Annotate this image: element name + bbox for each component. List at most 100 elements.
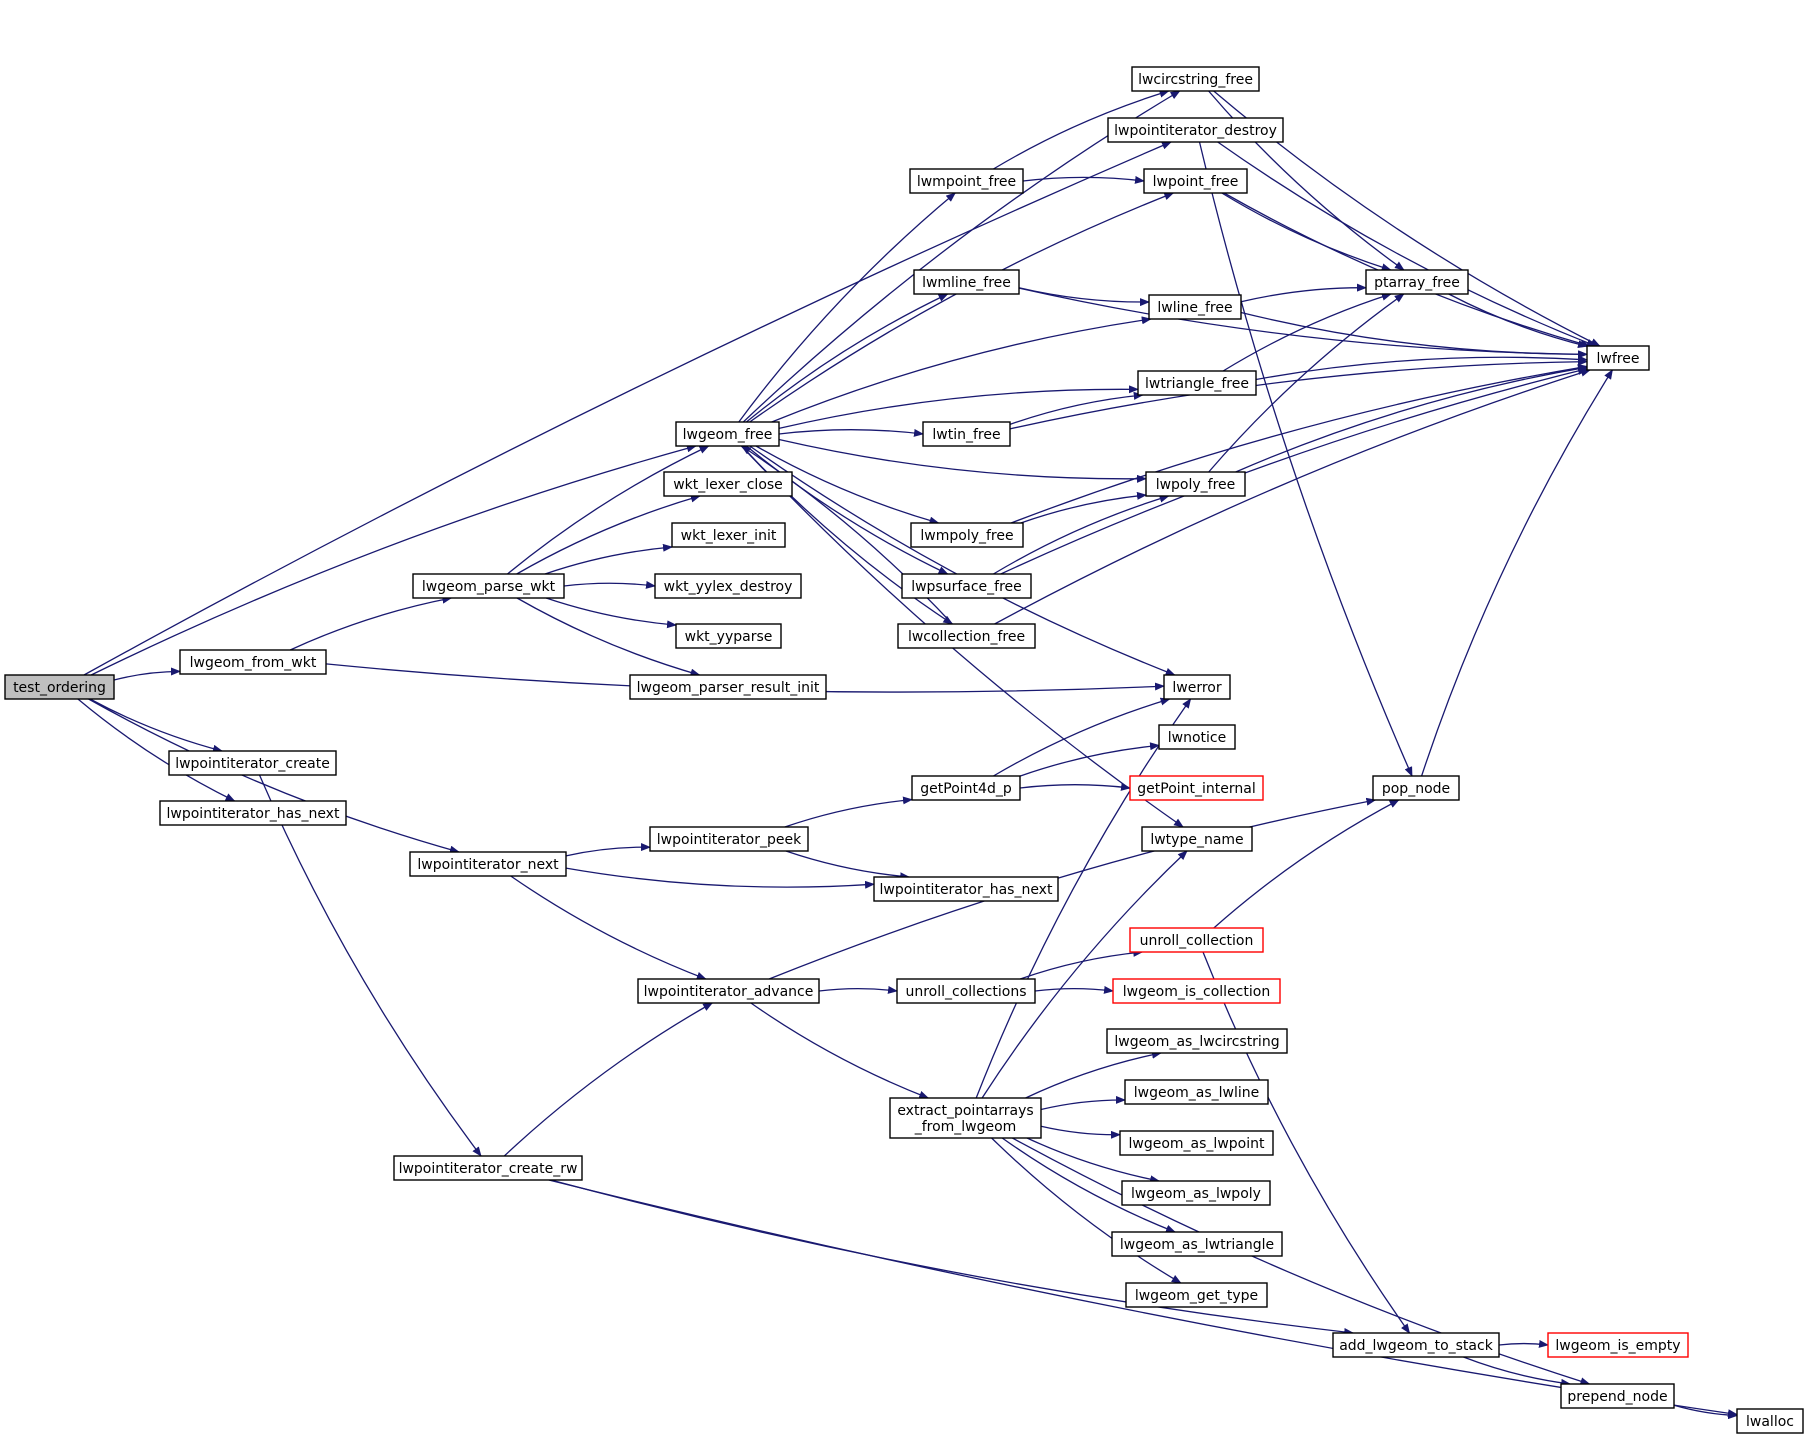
node-wkt_yylex_destroy[interactable]: wkt_yylex_destroy [654,573,802,599]
node-box-lwpsurface_free[interactable] [901,573,1032,599]
node-box-lwgeom_as_lwcircstring[interactable] [1106,1028,1288,1054]
node-lwgeom_as_lwpoint[interactable]: lwgeom_as_lwpoint [1119,1130,1274,1156]
node-lwcircstring_free[interactable]: lwcircstring_free [1131,66,1260,92]
node-box-lwmline_free[interactable] [913,269,1020,295]
node-lwtype_name[interactable]: lwtype_name [1141,826,1253,852]
node-lwmpoint_free[interactable]: lwmpoint_free [909,168,1024,194]
node-lwpointiterator_advance[interactable]: lwpointiterator_advance [637,978,820,1004]
node-lwgeom_as_lwcircstring[interactable]: lwgeom_as_lwcircstring [1106,1028,1288,1054]
node-box-lwpoint_free[interactable] [1143,168,1248,194]
node-box-unroll_collection[interactable] [1129,927,1264,953]
node-unroll_collections[interactable]: unroll_collections [896,978,1036,1004]
node-box-lwpoly_free[interactable] [1145,471,1246,497]
node-box-lwtriangle_free[interactable] [1137,370,1257,396]
node-lwpsurface_free[interactable]: lwpsurface_free [901,573,1032,599]
node-unroll_collection[interactable]: unroll_collection [1129,927,1264,953]
node-wkt_lexer_init[interactable]: wkt_lexer_init [671,522,786,548]
node-lwalloc[interactable]: lwalloc [1736,1408,1804,1434]
node-test_ordering[interactable]: test_ordering [4,674,115,700]
node-box-lwgeom_free[interactable] [675,421,780,447]
node-box-lwpointiterator_has_next_a[interactable] [159,800,347,826]
node-lwgeom_as_lwline[interactable]: lwgeom_as_lwline [1124,1079,1269,1105]
node-lwcollection_free[interactable]: lwcollection_free [897,623,1036,649]
node-lwpoly_free[interactable]: lwpoly_free [1145,471,1246,497]
node-lwpointiterator_peek[interactable]: lwpointiterator_peek [649,826,809,852]
node-box-pop_node[interactable] [1372,775,1460,801]
node-box-wkt_lexer_close[interactable] [663,471,793,497]
node-lwgeom_get_type[interactable]: lwgeom_get_type [1125,1282,1268,1308]
node-lwgeom_is_empty[interactable]: lwgeom_is_empty [1547,1332,1689,1358]
node-box-lwgeom_as_lwpoly[interactable] [1121,1180,1271,1206]
node-lwgeom_as_lwtriangle[interactable]: lwgeom_as_lwtriangle [1111,1231,1283,1257]
node-box-lwtin_free[interactable] [922,421,1011,447]
node-lwpointiterator_destroy[interactable]: lwpointiterator_destroy [1107,117,1284,143]
node-box-wkt_yyparse[interactable] [675,623,782,649]
node-lwgeom_is_collection[interactable]: lwgeom_is_collection [1112,978,1281,1004]
node-box-lwfree[interactable] [1586,345,1650,371]
node-box-lwpointiterator_advance[interactable] [637,978,820,1004]
node-box-unroll_collections[interactable] [896,978,1036,1004]
node-box-lwpointiterator_create[interactable] [168,750,337,776]
node-pop_node[interactable]: pop_node [1372,775,1460,801]
node-box-lwpointiterator_next[interactable] [409,851,567,877]
node-lwerror[interactable]: lwerror [1163,674,1231,700]
node-lwpointiterator_create[interactable]: lwpointiterator_create [168,750,337,776]
node-box-lwtype_name[interactable] [1141,826,1253,852]
node-box-lwgeom_is_collection[interactable] [1112,978,1281,1004]
node-lwgeom_from_wkt[interactable]: lwgeom_from_wkt [179,649,327,675]
node-wkt_yyparse[interactable]: wkt_yyparse [675,623,782,649]
node-lwtriangle_free[interactable]: lwtriangle_free [1137,370,1257,396]
node-lwtin_free[interactable]: lwtin_free [922,421,1011,447]
node-lwpointiterator_has_next_a[interactable]: lwpointiterator_has_next [159,800,347,826]
node-box-lwgeom_parse_wkt[interactable] [412,573,565,599]
node-box-lwmpoint_free[interactable] [909,168,1024,194]
node-box-lwerror[interactable] [1163,674,1231,700]
node-getPoint_internal[interactable]: getPoint_internal [1129,775,1264,801]
node-box-getPoint4d_p[interactable] [911,775,1021,801]
node-box-lwcollection_free[interactable] [897,623,1036,649]
node-box-lwalloc[interactable] [1736,1408,1804,1434]
node-box-lwgeom_as_lwtriangle[interactable] [1111,1231,1283,1257]
node-box-lwnotice[interactable] [1158,724,1236,750]
node-box-lwgeom_parser_result_init[interactable] [629,674,827,700]
node-lwpoint_free[interactable]: lwpoint_free [1143,168,1248,194]
node-lwfree[interactable]: lwfree [1586,345,1650,371]
node-box-wkt_yylex_destroy[interactable] [654,573,802,599]
node-box-lwmpoly_free[interactable] [910,522,1024,548]
node-box-lwline_free[interactable] [1148,294,1242,320]
node-box-lwgeom_get_type[interactable] [1125,1282,1268,1308]
node-lwpointiterator_has_next_b[interactable]: lwpointiterator_has_next [873,876,1059,902]
node-box-prepend_node[interactable] [1560,1383,1675,1409]
node-lwgeom_parser_result_init[interactable]: lwgeom_parser_result_init [629,674,827,700]
node-lwmpoly_free[interactable]: lwmpoly_free [910,522,1024,548]
node-lwline_free[interactable]: lwline_free [1148,294,1242,320]
node-lwmline_free[interactable]: lwmline_free [913,269,1020,295]
node-box-lwgeom_from_wkt[interactable] [179,649,327,675]
node-box-lwpointiterator_create_rw[interactable] [393,1155,583,1181]
node-prepend_node[interactable]: prepend_node [1560,1383,1675,1409]
node-box-extract_pointarrays[interactable] [889,1097,1042,1139]
node-lwpointiterator_create_rw[interactable]: lwpointiterator_create_rw [393,1155,583,1181]
node-box-lwgeom_is_empty[interactable] [1547,1332,1689,1358]
node-add_lwgeom_to_stack[interactable]: add_lwgeom_to_stack [1332,1332,1500,1358]
node-box-lwpointiterator_peek[interactable] [649,826,809,852]
node-box-getPoint_internal[interactable] [1129,775,1264,801]
node-lwgeom_as_lwpoly[interactable]: lwgeom_as_lwpoly [1121,1180,1271,1206]
node-box-lwpointiterator_destroy[interactable] [1107,117,1284,143]
node-lwgeom_parse_wkt[interactable]: lwgeom_parse_wkt [412,573,565,599]
node-lwnotice[interactable]: lwnotice [1158,724,1236,750]
node-box-lwgeom_as_lwpoint[interactable] [1119,1130,1274,1156]
node-box-ptarray_free[interactable] [1365,269,1469,295]
node-box-lwcircstring_free[interactable] [1131,66,1260,92]
node-wkt_lexer_close[interactable]: wkt_lexer_close [663,471,793,497]
node-box-wkt_lexer_init[interactable] [671,522,786,548]
node-getPoint4d_p[interactable]: getPoint4d_p [911,775,1021,801]
node-box-lwgeom_as_lwline[interactable] [1124,1079,1269,1105]
node-ptarray_free[interactable]: ptarray_free [1365,269,1469,295]
node-lwpointiterator_next[interactable]: lwpointiterator_next [409,851,567,877]
node-lwgeom_free[interactable]: lwgeom_free [675,421,780,447]
node-box-lwpointiterator_has_next_b[interactable] [873,876,1059,902]
node-box-test_ordering[interactable] [4,674,115,700]
node-box-add_lwgeom_to_stack[interactable] [1332,1332,1500,1358]
node-extract_pointarrays[interactable]: extract_pointarrays_from_lwgeom [889,1097,1042,1139]
